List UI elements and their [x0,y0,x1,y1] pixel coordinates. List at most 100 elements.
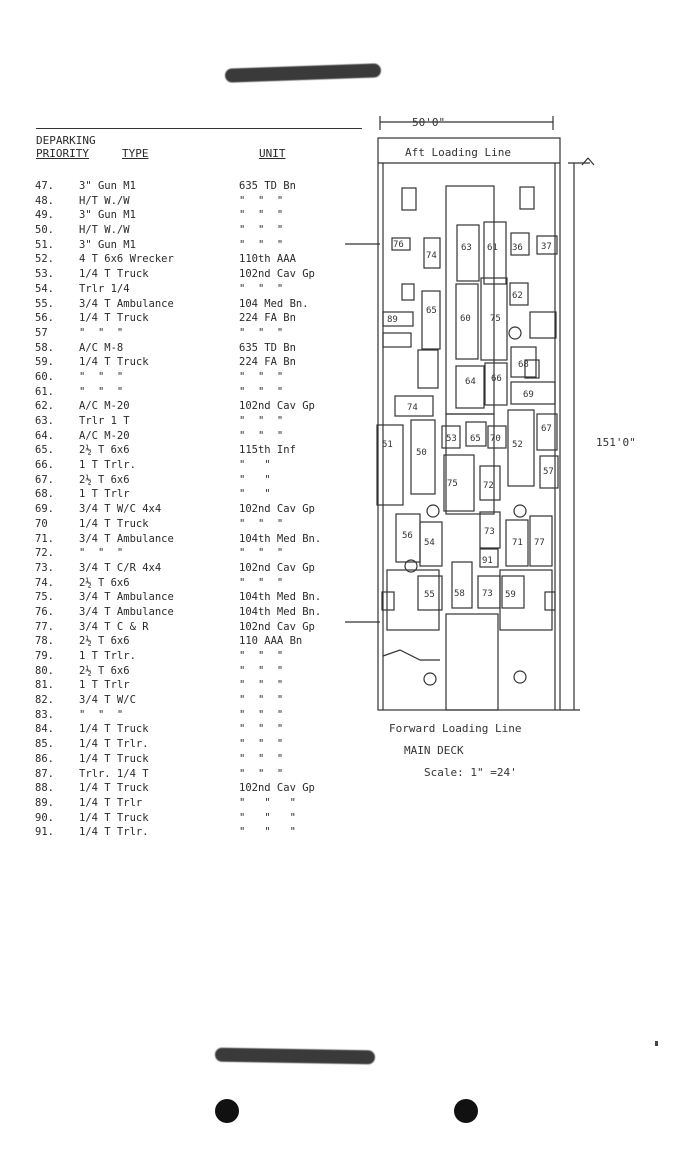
table-row: 83." " "" " " [35,708,365,723]
unit-name: 104th Med Bn. [239,532,322,545]
vehicle-type: 1/4 T Truck [79,517,149,530]
vehicle-type: 1/4 T Truck [79,752,149,765]
unit-name: 102nd Cav Gp [239,503,315,516]
priority-number: 77. [35,620,54,633]
vehicle-slot-number: 65 [470,434,481,444]
vehicle-type: H/T W./W [79,194,130,207]
vehicle-slot-number: 73 [482,589,493,599]
vehicle-slot-number: 66 [491,374,502,384]
table-row: 84.1/4 T Truck" " " [35,722,365,737]
vehicle-type: 3/4 T Ambulance [79,605,174,618]
unit-name: " " " [239,650,284,662]
vehicle-type: Trlr 1/4 [79,282,130,295]
unit-name: " " [239,473,271,486]
priority-number: 67. [35,473,54,486]
vehicle-type: 3/4 T W/C [79,694,136,707]
punch-hole-left [215,1099,239,1123]
vehicle-type: 1 T Trlr. [79,459,136,472]
table-row: 90.1/4 T Truck" " " [35,811,365,826]
scale-label: Scale: 1" =24' [424,766,517,779]
vehicle-type: " " " [79,370,124,383]
priority-number: 50. [35,224,54,237]
vehicle-type: 2½ T 6x6 [79,473,130,486]
priority-number: 56. [35,312,54,325]
vehicle-type: 3/4 T Ambulance [79,297,174,310]
unit-name: " " " [239,282,284,295]
priority-number: 80. [35,664,54,677]
vehicle-type: 3/4 T C & R [79,620,149,633]
vehicle-type: 1 T Trlr. [79,650,136,662]
unit-name: " " [239,459,271,472]
vehicle-slot-number: 76 [393,240,404,250]
plan-length-label: 151'0" [596,436,636,449]
vehicle-slot-number: 62 [512,291,523,301]
priority-number: 73. [35,561,54,574]
unit-name: 110th AAA [239,253,296,266]
unit-name: " " " [239,752,284,765]
vehicle-slot-number: 77 [534,538,545,548]
table-row: 68.1 T Trlr" " [35,487,365,502]
unit-name: 635 TD Bn [239,180,296,192]
table-row: 61." " "" " " [35,385,365,400]
priority-number: 62. [35,400,54,413]
priority-number: 61. [35,385,54,398]
priority-number: 76. [35,605,54,618]
punch-hole-right [454,1099,478,1123]
unit-name: " " " [239,576,284,589]
unit-name: 104 Med Bn. [239,297,309,310]
priority-number: 57 [35,326,48,339]
unit-name: " " " [239,664,284,677]
vehicle-slot-number: 71 [512,538,523,548]
vehicle-type: " " " [79,547,124,560]
vehicle-slot-number: 51 [382,440,393,450]
priority-number: 70 [35,517,48,530]
table-row: 82.3/4 T W/C" " " [35,693,365,708]
table-row: 91.1/4 T Trlr." " " [35,825,365,840]
vehicle-type: 1 T Trlr [79,488,130,501]
header-unit: UNIT [259,147,286,160]
priority-number: 63. [35,415,54,427]
vehicle-type: 1/4 T Trlr. [79,826,149,839]
vehicle-type: 1/4 T Truck [79,268,149,281]
unit-name: " " " [239,224,284,237]
priority-number: 89. [35,796,54,809]
vehicle-slot-number: 54 [424,538,435,548]
priority-number: 84. [35,723,54,736]
vehicle-slot-number: 36 [512,243,523,253]
security-stamp-top [224,63,382,83]
vehicle-type: A/C M-20 [79,400,130,413]
vehicle-type: 1/4 T Trlr [79,796,143,809]
vehicle-slot-number: 74 [407,403,418,413]
vehicle-slot-number: 65 [426,306,437,316]
unit-name: 224 FA Bn [239,312,296,325]
vehicle-slot-number: 91 [482,556,493,566]
vehicle-type: 3/4 T W/C 4x4 [79,503,162,516]
plan-width-label: 50'0" [412,116,446,129]
header-rule [36,128,362,129]
unit-name: " " " [239,238,284,251]
unit-name: " " " [239,209,284,222]
priority-number: 90. [35,811,54,824]
priority-number: 49. [35,209,54,222]
unit-name: 102nd Cav Gp [239,561,315,574]
priority-number: 60. [35,370,54,383]
forward-loading-line-label: Forward Loading Line [389,722,522,735]
vehicle-type: 3/4 T C/R 4x4 [79,561,162,574]
priority-number: 88. [35,782,54,795]
vehicle-slot-number: 68 [518,360,529,370]
priority-number: 72. [35,547,54,560]
unit-name: " " " [239,194,284,207]
table-row: 49.3" Gun M1" " " [35,208,365,223]
priority-number: 87. [35,767,54,780]
